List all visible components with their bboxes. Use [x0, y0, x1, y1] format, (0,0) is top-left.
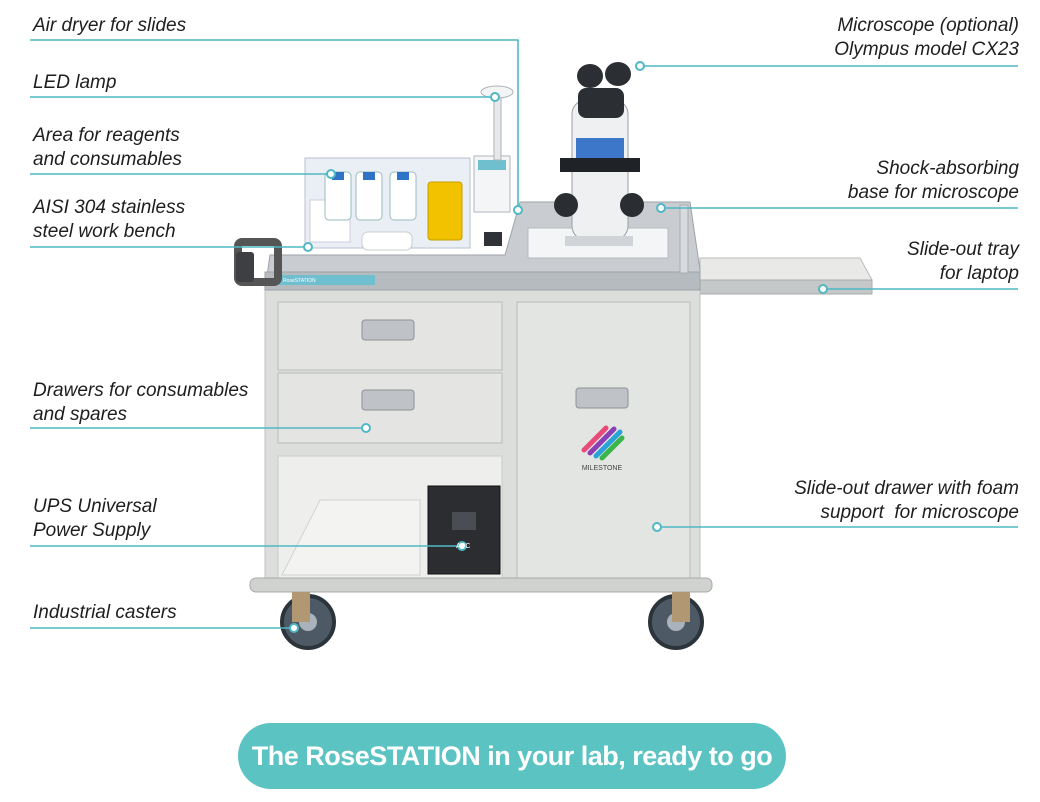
leader-dots: [289, 61, 828, 633]
reagent-hood: [304, 157, 471, 251]
ups-brand-text: APC: [456, 543, 470, 550]
label-reagents-line2: and consumables: [33, 149, 182, 170]
label-drawers: Drawers for consumables and spares: [33, 379, 248, 427]
label-bench-line1: AISI 304 stainless: [33, 197, 186, 218]
cabinet: [264, 289, 701, 586]
milestone-logo-mark: [581, 425, 625, 461]
label-reagents: Area for reagents and consumables: [33, 124, 182, 172]
label-microscope-line2: Olympus model CX23: [834, 39, 1019, 60]
label-led-lamp-text: LED lamp: [33, 72, 117, 93]
label-foam-line2: support for microscope: [820, 502, 1019, 523]
microscope: [527, 62, 669, 259]
label-air-dryer-text: Air dryer for slides: [33, 15, 187, 36]
label-shock-base: Shock-absorbing base for microscope: [848, 157, 1019, 205]
laptop-tray: [699, 257, 873, 295]
label-tray: Slide-out tray for laptop: [907, 238, 1019, 286]
side-handle: [234, 238, 282, 286]
label-led-lamp: LED lamp: [33, 71, 116, 95]
led-lamp: [480, 85, 514, 161]
label-ups-line1: UPS Universal: [33, 496, 157, 517]
label-tray-line2: for laptop: [939, 263, 1019, 284]
logo-text: MILESTONE: [582, 465, 623, 472]
label-foam-line1: Slide-out drawer with foam: [794, 478, 1019, 499]
label-bench-line2: steel work bench: [33, 221, 176, 242]
air-dryer: [473, 155, 511, 246]
label-shock-line1: Shock-absorbing: [876, 158, 1019, 179]
ups-unit: [427, 485, 501, 575]
label-microscope-line1: Microscope (optional): [837, 15, 1019, 36]
label-air-dryer: Air dryer for slides: [33, 14, 186, 38]
label-microscope: Microscope (optional) Olympus model CX23: [834, 14, 1019, 62]
label-casters-text: Industrial casters: [33, 602, 177, 623]
label-bench: AISI 304 stainless steel work bench: [33, 196, 185, 244]
label-casters: Industrial casters: [33, 601, 177, 625]
label-shock-line2: base for microscope: [847, 182, 1019, 203]
label-tray-line1: Slide-out tray: [907, 239, 1019, 260]
label-ups: UPS Universal Power Supply: [33, 495, 157, 543]
cta-text: The RoseSTATION in your lab, ready to go: [251, 740, 773, 771]
label-ups-line2: Power Supply: [33, 520, 151, 541]
leader-air-dryer: [30, 39, 519, 210]
label-foam-drawer: Slide-out drawer with foam support for m…: [794, 477, 1019, 525]
cta-banner[interactable]: The RoseSTATION in your lab, ready to go: [238, 723, 786, 789]
casters: [249, 577, 713, 650]
label-drawers-line1: Drawers for consumables: [33, 380, 249, 401]
label-reagents-line1: Area for reagents: [33, 125, 180, 146]
leader-lines: [30, 39, 1018, 629]
label-drawers-line2: and spares: [33, 404, 128, 425]
panel-brand-text: RoseSTATION: [283, 278, 316, 284]
